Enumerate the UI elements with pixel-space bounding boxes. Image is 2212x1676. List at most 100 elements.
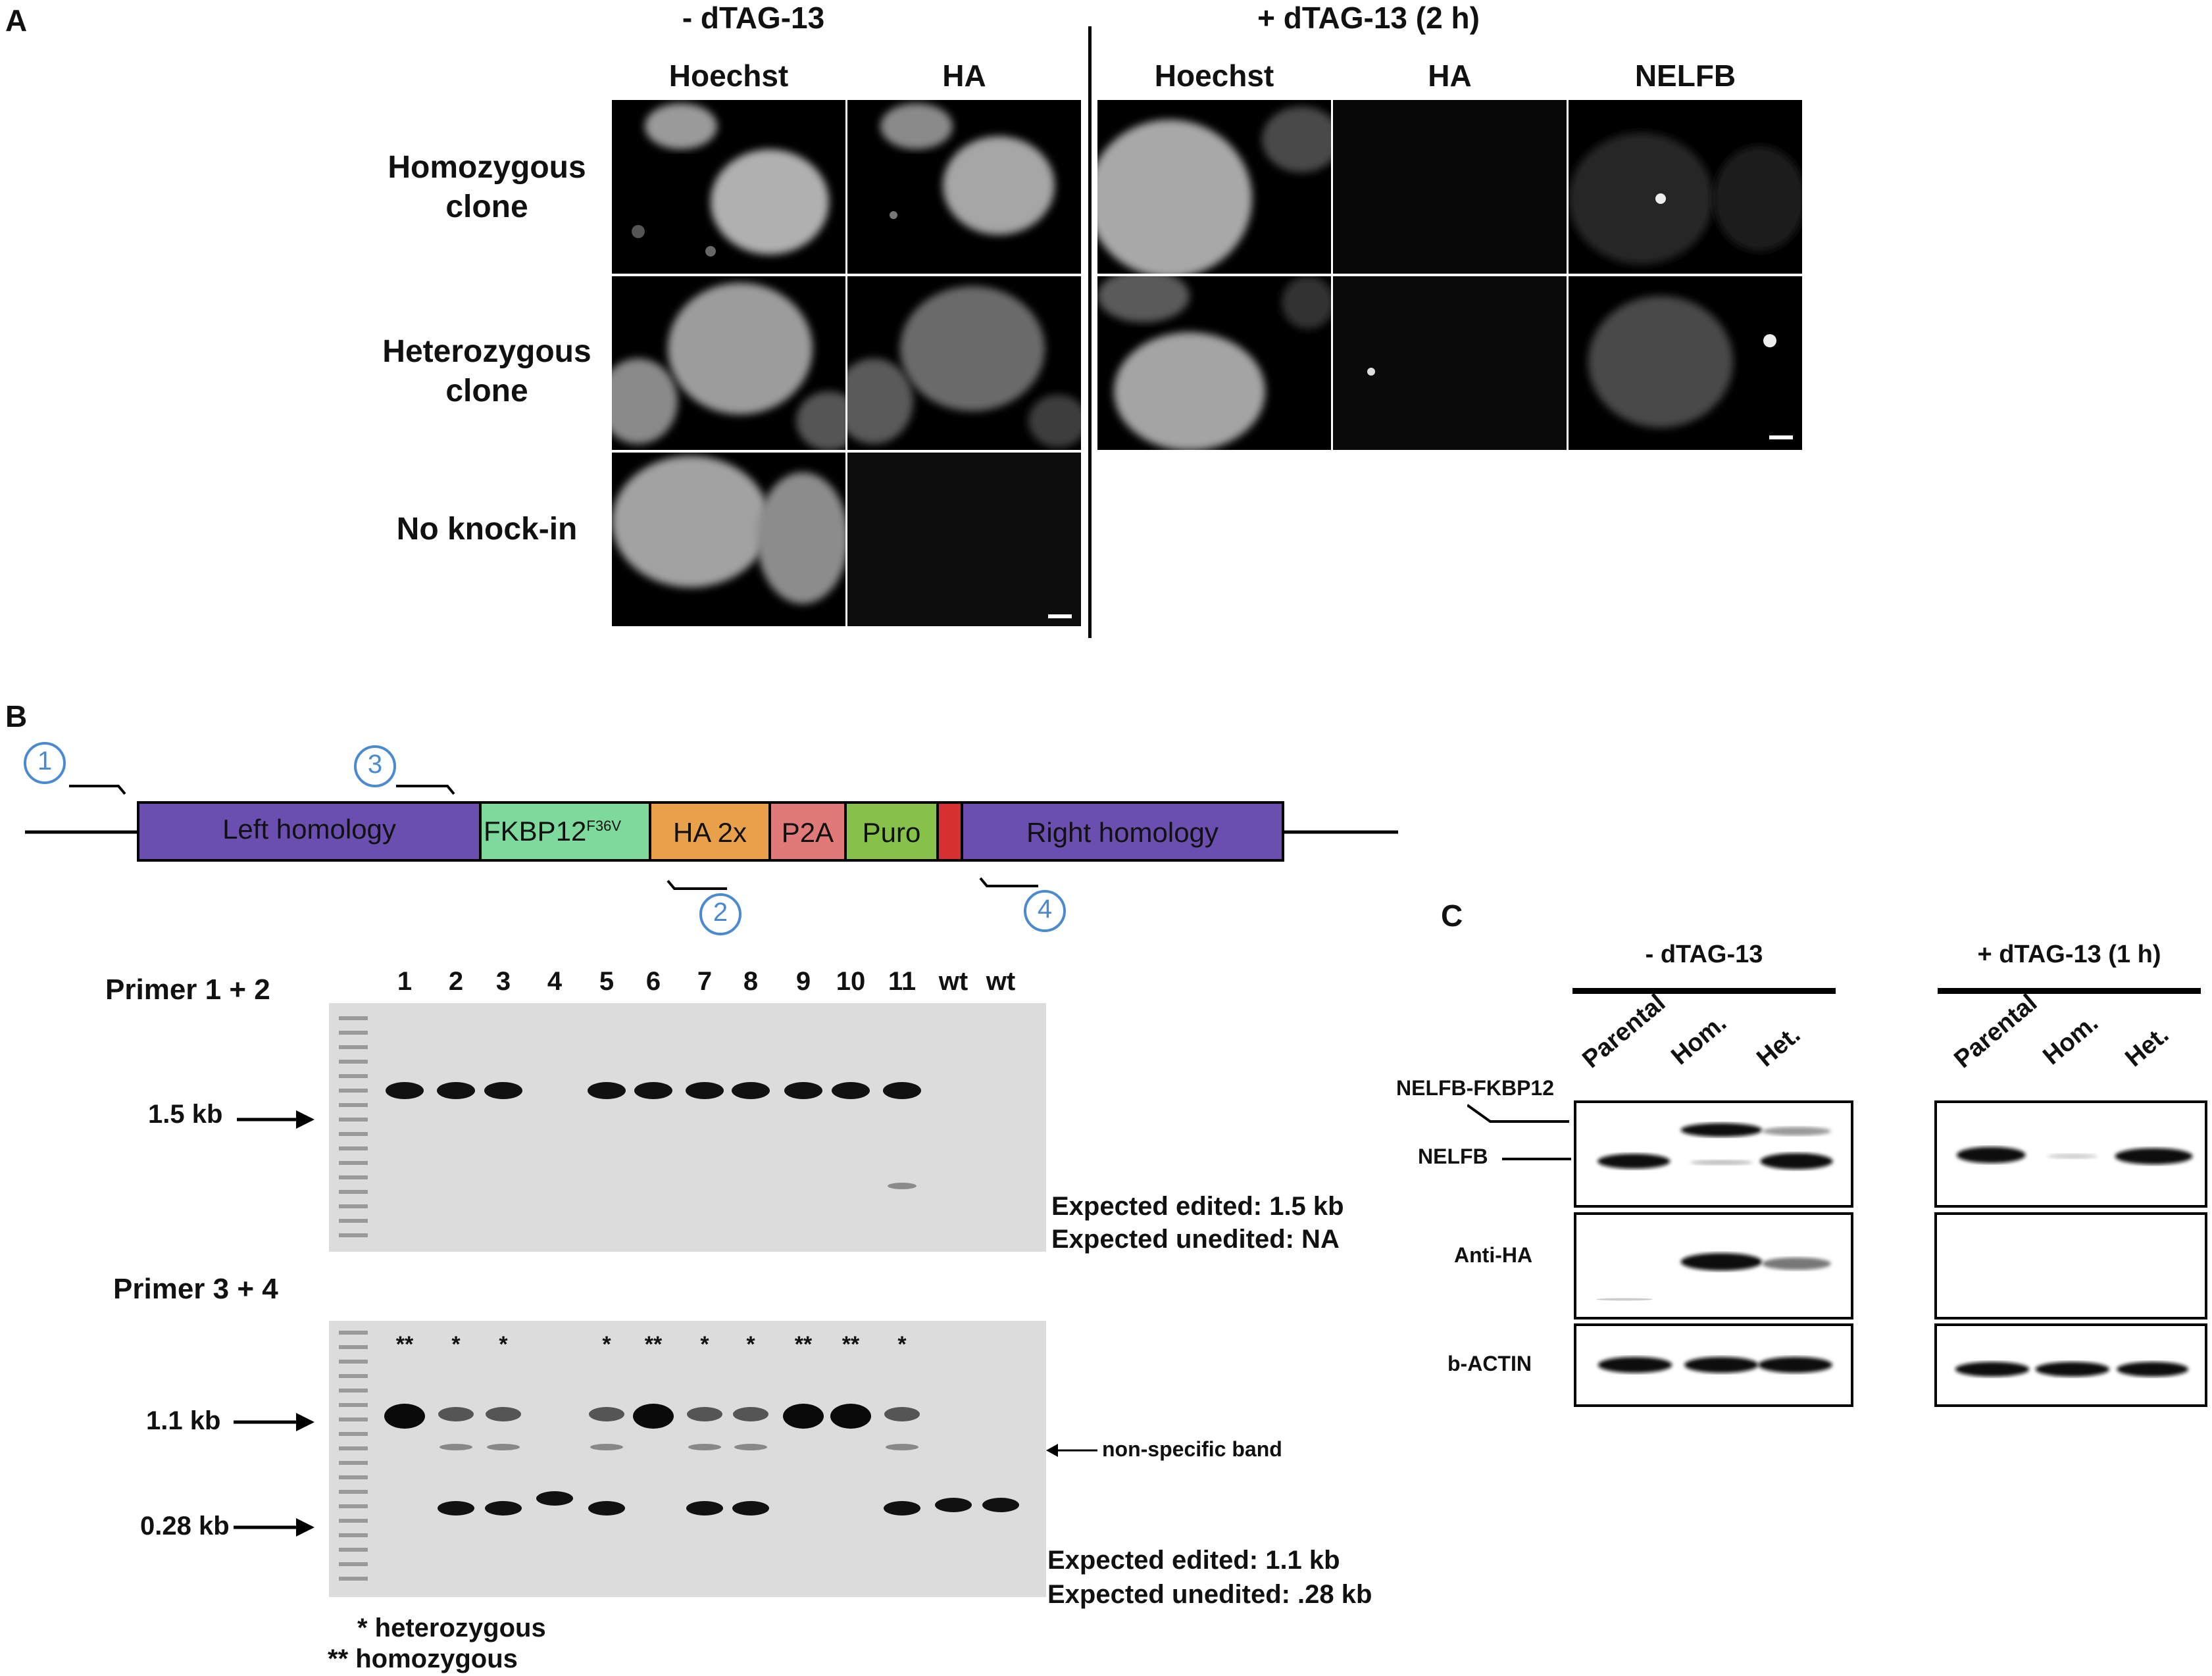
ladder-band [339, 1045, 368, 1049]
nonspecific-arrow [1046, 1444, 1097, 1457]
gel2-size-label-1: 1.1 kb [146, 1406, 221, 1435]
primer-3-icon [354, 745, 396, 787]
gel-band [486, 1407, 521, 1421]
row-label-heterozygous: Heterozygous clone [382, 334, 591, 408]
ladder-band [339, 1374, 368, 1378]
gel-band [733, 1407, 768, 1421]
ladder-band [339, 1233, 368, 1237]
primer-1-icon [24, 742, 66, 784]
panel-b-letter: B [5, 699, 28, 733]
c-condition-minus-bar [1572, 988, 1836, 994]
gel1-lane-label: 4 [547, 967, 563, 996]
ladder-band [339, 1446, 368, 1450]
c-nelfb-fkbp12-pointer [1467, 1104, 1569, 1123]
gel1-lane-label: 2 [448, 967, 464, 996]
ladder-band [339, 1490, 368, 1494]
gel1-lane-label: 7 [697, 967, 713, 996]
ladder-band [339, 1475, 368, 1479]
ladder-band [339, 1461, 368, 1465]
gel1-expected-edited: Expected edited: 1.5 kb [1051, 1192, 1344, 1221]
primer-4-icon [1024, 890, 1066, 932]
stop-box [936, 801, 963, 862]
primer-1-label: 1 [37, 747, 53, 776]
gel-band [832, 1082, 870, 1099]
gel-band [634, 1082, 672, 1099]
micrograph-het-hoechst-plus [1097, 276, 1331, 450]
nonspecific-label: non-specific band [1102, 1437, 1282, 1461]
gel1-lane-label: 5 [599, 967, 615, 996]
left-homology-label: Left homology [222, 814, 396, 845]
gel-band [888, 1183, 917, 1189]
condition-minus-dtag-header: - dTAG-13 [682, 1, 825, 35]
gel1-expected-unedited: Expected unedited: NA [1051, 1225, 1340, 1254]
gel-band [384, 1404, 425, 1429]
ladder-band [339, 1089, 368, 1093]
ha-label: HA 2x [672, 817, 747, 848]
gel-band [536, 1491, 573, 1506]
gel1-lane-label: 6 [645, 967, 661, 996]
c-condition-plus: + dTAG-13 (1 h) [1977, 941, 2161, 968]
gel-band [438, 1501, 474, 1516]
blot-anti-ha-plus [1934, 1212, 2207, 1319]
ladder-band [339, 1345, 368, 1349]
ladder-band [339, 1175, 368, 1179]
ladder-band [339, 1074, 368, 1078]
legend-homozygous: ** homozygous [328, 1644, 518, 1673]
gel1-size-label: 1.5 kb [148, 1100, 223, 1129]
gel-band [437, 1082, 475, 1099]
right-homology-box [961, 801, 1284, 862]
gel2-size-label-2: 0.28 kb [140, 1512, 230, 1540]
gel-band [734, 1444, 767, 1450]
ladder-band [339, 1161, 368, 1165]
legend-heterozygous: * heterozygous [357, 1614, 546, 1642]
gel-band [883, 1082, 921, 1099]
gel2-genotype-mark: ** [842, 1332, 860, 1357]
gel-band [732, 1501, 769, 1516]
gel-band [438, 1407, 474, 1421]
micrograph-hom-nelfb-plus [1569, 100, 1802, 274]
ladder-band [339, 1577, 368, 1581]
puro-label: Puro [862, 817, 921, 848]
micrograph-het-ha-minus [847, 276, 1081, 450]
primer-1-arrow [69, 785, 126, 795]
gel1-image [329, 1003, 1046, 1252]
ladder-band [339, 1417, 368, 1421]
ladder-band [339, 1519, 368, 1523]
c-condition-minus: - dTAG-13 [1645, 941, 1763, 968]
c-row-anti-ha: Anti-HA [1454, 1243, 1533, 1267]
micrograph-het-nelfb-plus [1569, 276, 1802, 450]
primer-3-arrow [396, 785, 455, 795]
gel-band [588, 1501, 625, 1516]
ladder-band [339, 1031, 368, 1035]
gel2-genotype-mark: ** [794, 1332, 813, 1357]
ladder-band [339, 1118, 368, 1121]
ladder-band [339, 1403, 368, 1407]
ladder-band [339, 1533, 368, 1537]
gel-band [590, 1444, 623, 1450]
ladder-band [339, 1548, 368, 1552]
gel-band [935, 1498, 972, 1512]
primer-4-label: 4 [1037, 895, 1053, 924]
gel2-genotype-mark: * [746, 1332, 755, 1357]
ladder-band [339, 1504, 368, 1508]
micrograph-het-ha-plus [1333, 276, 1567, 450]
gel2-genotype-mark: ** [395, 1332, 414, 1357]
c-lane-parental-2: Parental [1949, 989, 2043, 1074]
gel-band [686, 1082, 724, 1099]
ladder-band [339, 1060, 368, 1064]
row-label-no-knock-in: No knock-in [396, 512, 578, 547]
column-nelfb-plus: NELFB [1634, 59, 1736, 93]
micrograph-noki-ha-minus [847, 453, 1081, 626]
ladder-band [339, 1190, 368, 1194]
ladder-band [339, 1389, 368, 1393]
gel2-expected-unedited: Expected unedited: .28 kb [1047, 1580, 1372, 1609]
ladder-band [339, 1432, 368, 1436]
gel2-genotype-marks: ************** [0, 1332, 1053, 1365]
gel-band [588, 1082, 626, 1099]
gel-band [687, 1407, 722, 1421]
gel2-genotype-mark: * [897, 1332, 907, 1357]
primer-2-label: 2 [713, 898, 728, 927]
c-lane-het-2: Het. [2120, 1020, 2174, 1073]
micrograph-hom-ha-plus [1333, 100, 1567, 274]
